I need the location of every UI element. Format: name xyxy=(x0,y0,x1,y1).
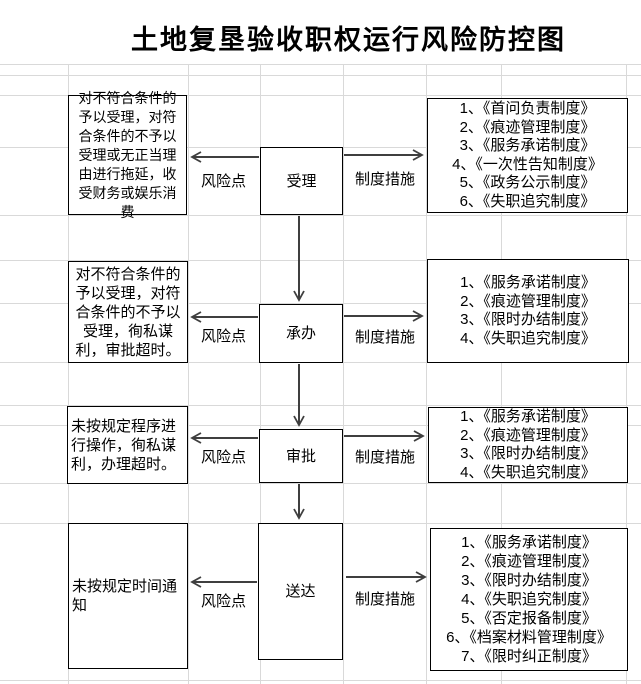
measure-label-row3: 制度措施 xyxy=(354,449,415,466)
measure-box-row3: 1、《服务承诺制度》 2、《痕迹管理制度》 3、《限时办结制度》 4、《失职追究… xyxy=(428,407,628,483)
measure-box-row4: 1、《服务承诺制度》 2、《痕迹管理制度》 3、《限时办结制度》 4、《失职追究… xyxy=(430,528,628,671)
diagram-title: 土地复垦验收职权运行风险防控图 xyxy=(131,25,566,55)
gridline-horizontal xyxy=(0,95,641,96)
risk-label-row3: 风险点 xyxy=(200,449,246,466)
gridline-horizontal xyxy=(0,483,641,484)
measure-label-row1: 制度措施 xyxy=(354,171,415,188)
measure-box-row2: 1、《服务承诺制度》 2、《痕迹管理制度》 3、《限时办结制度》 4、《失职追究… xyxy=(427,259,629,363)
risk-box-row3: 未按规定程序进行操作，徇私谋利，办理超时。 xyxy=(67,406,188,484)
measure-label-row4: 制度措施 xyxy=(354,591,415,608)
measure-box-row1: 1、《首问负责制度》 2、《痕迹管理制度》 3、《服务承诺制度》 4、《一次性告… xyxy=(427,98,628,213)
risk-box-row1: 对不符合条件的予以受理，对符合条件的不予以受理或无正当理由进行拖延，收受财务或娱… xyxy=(68,90,187,220)
gridline-horizontal xyxy=(0,405,641,406)
gridline-vertical xyxy=(343,64,344,684)
risk-label-row1: 风险点 xyxy=(200,173,246,190)
risk-label-row2: 风险点 xyxy=(200,328,246,345)
measure-label-row2: 制度措施 xyxy=(354,329,415,346)
gridline-vertical xyxy=(260,64,261,684)
gridline-horizontal xyxy=(0,64,641,65)
gridline-horizontal xyxy=(0,215,641,216)
gridline-vertical xyxy=(188,64,189,684)
risk-box-row4: 未按规定时间通知 xyxy=(68,523,188,669)
risk-box-row2: 对不符合条件的予以受理，对符合条件的不予以受理，徇私谋利，审批超时。 xyxy=(68,261,188,363)
gridline-horizontal xyxy=(0,260,641,261)
gridline-vertical xyxy=(501,64,502,684)
stage-box-row1: 受理 xyxy=(260,147,343,215)
stage-box-row3: 审批 xyxy=(259,429,343,483)
gridline-vertical xyxy=(68,64,69,684)
stage-box-row4: 送达 xyxy=(258,523,343,660)
gridline-vertical xyxy=(626,64,627,684)
gridline-vertical xyxy=(426,64,427,684)
risk-label-row4: 风险点 xyxy=(200,593,246,610)
gridline-horizontal xyxy=(0,425,641,426)
gridline-horizontal xyxy=(0,303,641,304)
stage-box-row2: 承办 xyxy=(259,304,343,363)
gridline-horizontal xyxy=(0,75,641,76)
gridline-horizontal xyxy=(0,680,641,681)
